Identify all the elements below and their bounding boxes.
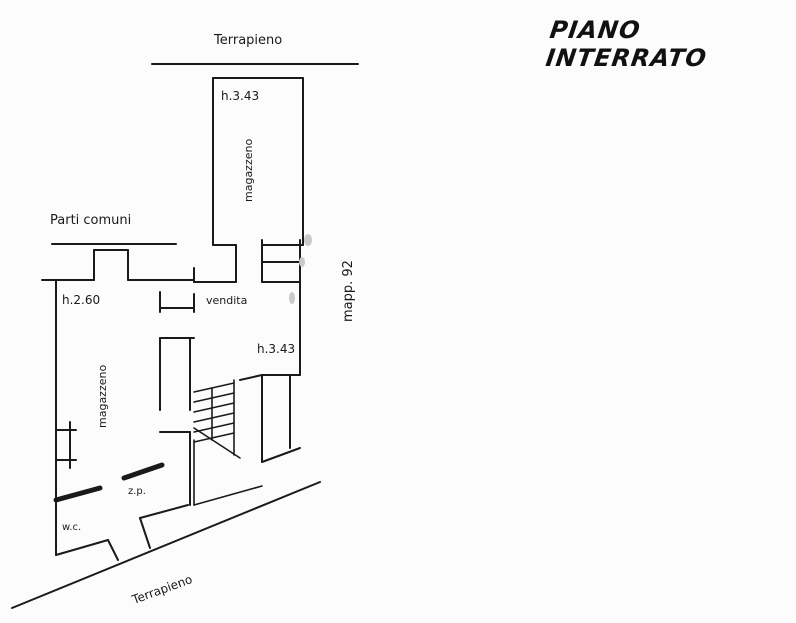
height-right-label: h.3.43 (257, 342, 295, 356)
mapp-label: mapp. 92 (341, 260, 356, 322)
smudge-marks (289, 234, 312, 304)
staircase (193, 379, 263, 506)
left-room-walls (41, 249, 195, 561)
magazzeno-left-label: magazzeno (96, 365, 109, 428)
terrapieno-bottom-line (11, 481, 321, 609)
zp-label: z.p. (128, 486, 146, 497)
top-room-walls (212, 77, 304, 246)
height-top-label: h.3.43 (221, 89, 259, 103)
vendita-label: vendita (206, 294, 247, 307)
wc-label: w.c. (62, 522, 81, 533)
magazzeno-top-label: magazzeno (242, 139, 255, 202)
parti-comuni-label: Parti comuni (50, 213, 131, 228)
partition-marks (53, 462, 165, 503)
height-left-label: h.2.60 (62, 293, 100, 307)
right-room-walls (239, 374, 301, 463)
terrapieno-bottom-label: Terrapieno (129, 572, 194, 607)
terrapieno-top-label: Terrapieno (213, 33, 282, 48)
